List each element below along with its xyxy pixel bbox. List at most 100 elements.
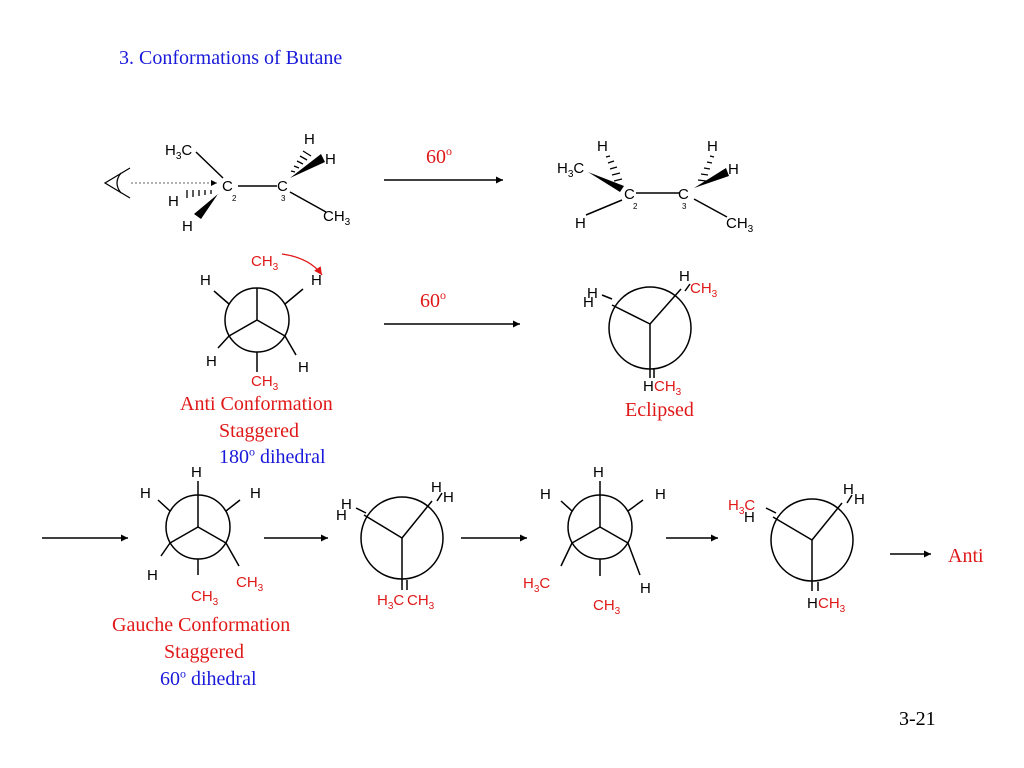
back-bonds	[157, 481, 241, 575]
hydrogen-label: H	[575, 215, 586, 232]
hydrogen-label: H	[593, 464, 604, 481]
hydrogen-label: H	[182, 218, 193, 235]
back-bonds	[560, 481, 644, 576]
wedge-bond	[290, 154, 325, 178]
newman-eclipsed-3: H3C H H H H CH3	[728, 481, 865, 615]
front-bonds	[169, 495, 227, 544]
carbon-2-label: C	[222, 178, 233, 195]
back-bonds	[355, 492, 443, 590]
hydrogen-label: H	[597, 138, 608, 155]
methyl-label: CH3	[593, 597, 621, 617]
front-bonds	[772, 502, 843, 591]
methyl-label: CH3	[236, 574, 264, 594]
eclipsed-caption: Eclipsed	[625, 399, 694, 421]
methyl-label: CH3	[251, 253, 279, 273]
rotation-angle-label: 60o	[420, 288, 446, 312]
gauche-caption-line1: Gauche Conformation	[112, 614, 291, 636]
bond-c3-ch3	[289, 191, 327, 213]
newman-anti: CH3 H H H H CH3	[200, 253, 323, 393]
hydrogen-label: H	[336, 507, 347, 524]
hydrogen-label: H	[640, 580, 651, 597]
hydrogen-label: H	[540, 486, 551, 503]
wedge-bond	[694, 168, 729, 188]
methyl-label: H3C	[523, 575, 550, 595]
front-bonds	[363, 500, 433, 590]
methyl-label: CH3	[726, 215, 754, 235]
hydrogen-label: H	[191, 464, 202, 481]
hydrogen-label: H	[643, 378, 654, 395]
eye-icon	[103, 167, 131, 199]
hydrogen-label: H	[655, 486, 666, 503]
anti-caption-line2: Staggered	[219, 420, 299, 442]
methyl-label: H3C	[728, 497, 755, 517]
hydrogen-label: H	[744, 509, 755, 526]
back-bonds	[765, 494, 853, 591]
slide-title: 3. Conformations of Butane	[119, 47, 343, 69]
hydrogen-label: H	[325, 151, 336, 168]
carbon-2-number: 2	[633, 202, 638, 211]
newman-gauche: H H H H CH3 CH3	[140, 464, 264, 608]
bond-c2-ch3	[195, 151, 224, 179]
methyl-label: H3C	[557, 160, 584, 180]
sawhorse-anti: H3C C 2 C 3 H H H H CH3	[103, 131, 351, 235]
hydrogen-label: H	[807, 595, 818, 612]
hydrogen-label: H	[200, 272, 211, 289]
carbon-3-number: 3	[281, 194, 286, 203]
methyl-label: CH3	[654, 378, 682, 398]
hydrogen-label: H	[728, 161, 739, 178]
hydrogen-label: H	[443, 489, 454, 506]
front-bonds	[611, 288, 682, 378]
hydrogen-label: H	[140, 485, 151, 502]
gauche-dihedral: 60o dihedral	[160, 666, 257, 690]
front-bonds	[571, 495, 629, 544]
sawhorse-eclipsed: H3C C 2 C 3 H H H H CH3	[557, 138, 754, 235]
back-bonds	[601, 283, 691, 378]
methyl-label: H3C	[165, 142, 192, 162]
methyl-label: CH3	[323, 208, 351, 228]
wedge-bond	[588, 172, 624, 192]
hydrogen-label: H	[854, 491, 865, 508]
gauche-caption-line2: Staggered	[164, 641, 244, 663]
methyl-label: CH3	[251, 373, 279, 393]
methyl-label: H3C	[377, 592, 404, 612]
hydrogen-label: H	[679, 268, 690, 285]
methyl-label: CH3	[818, 595, 846, 615]
rotation-curve-arrow	[281, 253, 323, 276]
carbon-2-label: C	[624, 186, 635, 203]
hydrogen-label: H	[707, 138, 718, 155]
hydrogen-label: H	[843, 481, 854, 498]
hydrogen-label: H	[311, 272, 322, 289]
page-number: 3-21	[899, 708, 936, 730]
hash-bond	[290, 150, 312, 173]
carbon-2-number: 2	[232, 194, 237, 203]
carbon-3-number: 3	[682, 202, 687, 211]
hydrogen-label: H	[304, 131, 315, 148]
bond-c3-ch3	[693, 198, 728, 218]
hydrogen-label: H	[250, 485, 261, 502]
hydrogen-label: H	[147, 567, 158, 584]
newman-eclipsed: H H H CH3 H CH3	[583, 268, 718, 398]
anti-end-label: Anti	[948, 545, 984, 567]
hydrogen-label: H	[341, 496, 352, 513]
rotation-angle-label: 60o	[426, 144, 452, 168]
anti-caption-line1: Anti Conformation	[180, 393, 333, 415]
newman-eclipsed-methyls: H H H H H3C CH3	[336, 479, 454, 612]
hydrogen-label: H	[587, 285, 598, 302]
anti-dihedral: 180o dihedral	[219, 444, 326, 468]
back-bonds	[213, 288, 304, 372]
newman-gauche-2: H H H H3C H CH3	[523, 464, 666, 617]
methyl-label: CH3	[191, 588, 219, 608]
hydrogen-label: H	[298, 359, 309, 376]
hash-bond	[605, 155, 623, 182]
carbon-3-label: C	[277, 178, 288, 195]
methyl-label: CH3	[690, 280, 718, 300]
carbon-3-label: C	[678, 186, 689, 203]
hydrogen-label: H	[431, 479, 442, 496]
hydrogen-label: H	[168, 193, 179, 210]
bond-c2-h	[585, 199, 623, 216]
hash-bond	[186, 190, 212, 198]
hydrogen-label: H	[583, 294, 594, 311]
wedge-bond	[194, 194, 218, 219]
